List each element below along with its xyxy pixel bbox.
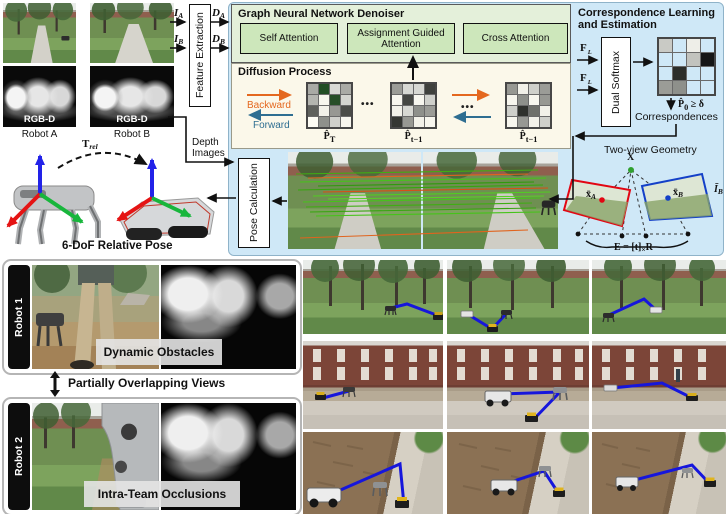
axes-robot-b [116, 158, 192, 222]
two-view-sketch: X x̄A x̄B ĪA ĪB E = [t]×R [545, 152, 724, 254]
experiment-photo-wall-1 [303, 432, 443, 514]
robot1-label: Robot 1 [13, 297, 25, 337]
dual-softmax-box: Dual Softmax [601, 37, 631, 127]
axes-robot-a [6, 154, 84, 228]
feature-extraction-box: Feature Extraction [189, 4, 211, 107]
diffusion-matrix-T [306, 82, 353, 129]
epipolar-geometry-art [562, 167, 714, 249]
rgb-image-robot-b [90, 3, 174, 63]
tracked-robot-art [119, 197, 215, 240]
cross-attention-block: Cross Attention [463, 23, 568, 54]
assignment-guided-attention-block: Assignment Guided Attention [347, 23, 455, 54]
rgbd-label: RGB-D [116, 114, 148, 125]
dynamic-obstacles-caption: Dynamic Obstacles [96, 339, 222, 365]
threshold-label: P̂0 ≥ δ [678, 99, 704, 112]
ellipsis: ••• [361, 99, 375, 110]
robot-link-overlay [313, 349, 437, 400]
experiment-photo-courtyard-1 [303, 341, 443, 429]
robot-link-overlay [602, 349, 706, 401]
diffusion-title: Diffusion Process [238, 66, 332, 78]
robot-a-label: Robot A [21, 129, 58, 140]
park-scene-art [5, 3, 74, 63]
backward-label: Backward [247, 100, 291, 111]
depth-image-robot-a: RGB-D [3, 66, 76, 127]
robot2-panel: Robot 2 Intra-Team Occlusions [2, 397, 302, 514]
double-arrow-icon [50, 371, 60, 397]
robot-link-overlay [306, 441, 409, 508]
relative-pose-illustration: Trel 6-DoF Relative Pose [0, 138, 232, 258]
input-ia-label: IA [174, 7, 184, 20]
matrix-T-label: P̂T [323, 131, 336, 144]
robot2-tab: Robot 2 [8, 403, 30, 510]
robot-link-overlay [457, 349, 583, 422]
rgbd-label: RGB-D [23, 114, 56, 125]
robot-link-overlay [601, 443, 716, 491]
robot1-panel: Robot 1 Dynamic Obstacles [2, 259, 302, 375]
overlap-views-label: Partially Overlapping Views [68, 376, 226, 390]
xb-label: x̄B [673, 187, 684, 199]
match-photo-right [423, 152, 558, 249]
ellipsis: ••• [461, 102, 475, 113]
experiment-photo-park-1 [303, 260, 443, 334]
experiment-photo-wall-2 [447, 432, 589, 514]
dof-relative-pose-label: 6-DoF Relative Pose [62, 240, 173, 252]
output-da-label: DA [212, 7, 225, 20]
self-attention-block: Self Attention [240, 23, 338, 54]
x-point-label: X [627, 152, 635, 163]
quadruped-robot-art [13, 185, 101, 245]
robot-b-label: Robot B [113, 129, 151, 140]
park-scene-art [91, 3, 173, 63]
robot1-tab: Robot 1 [8, 265, 30, 369]
forward-label: Forward [253, 120, 290, 131]
feature-matching-image [288, 152, 558, 249]
robot-link-overlay [458, 443, 565, 497]
pose-calculation-label: Pose Calculation [248, 163, 260, 243]
robot2-label: Robot 2 [13, 436, 25, 477]
robot-link-overlay [311, 260, 443, 320]
correspondence-matrix [657, 37, 716, 96]
robot-link-overlay [452, 260, 566, 332]
rgb-image-robot-a [3, 3, 76, 63]
match-lines-overlay [295, 169, 551, 239]
essential-matrix-label: E = [t]×R [614, 242, 653, 254]
feature-extraction-label: Feature Extraction [194, 12, 206, 99]
experiment-photo-courtyard-2 [447, 341, 589, 429]
matrix-mid-label: P̂t−1 [404, 131, 423, 144]
depth-image-robot-b: RGB-D [90, 66, 174, 127]
correspondences-label: Correspondences [635, 111, 718, 123]
matrix-right-label: P̂t−1 [519, 131, 538, 144]
t-rel-label: Trel [82, 138, 98, 151]
experiment-photo-courtyard-3 [592, 341, 726, 429]
robots-art [6, 152, 215, 245]
gnn-denoiser-title: Graph Neural Network Denoiser [238, 8, 405, 20]
experiment-photo-park-2 [447, 260, 589, 334]
experiment-photo-park-3 [592, 260, 726, 334]
diffusion-matrix-mid [390, 82, 437, 129]
dual-softmax-label: Dual Softmax [610, 50, 622, 114]
input-ib-label: IB [174, 33, 184, 46]
image-plane-b-label: ĪB [714, 184, 723, 196]
intra-team-occlusions-caption: Intra-Team Occlusions [84, 481, 240, 507]
correspondence-title: Correspondence Learning and Estimation [578, 7, 715, 31]
output-db-label: DB [212, 33, 225, 46]
xa-label: x̄A [586, 189, 597, 201]
robot1-depth-image [161, 265, 296, 369]
two-view-title: Two-view Geometry [604, 144, 697, 156]
experiment-photo-wall-3 [592, 432, 726, 514]
pose-calculation-box: Pose Calculation [238, 158, 270, 248]
robot-link-overlay [602, 260, 715, 323]
diffusion-matrix-right [505, 82, 552, 129]
